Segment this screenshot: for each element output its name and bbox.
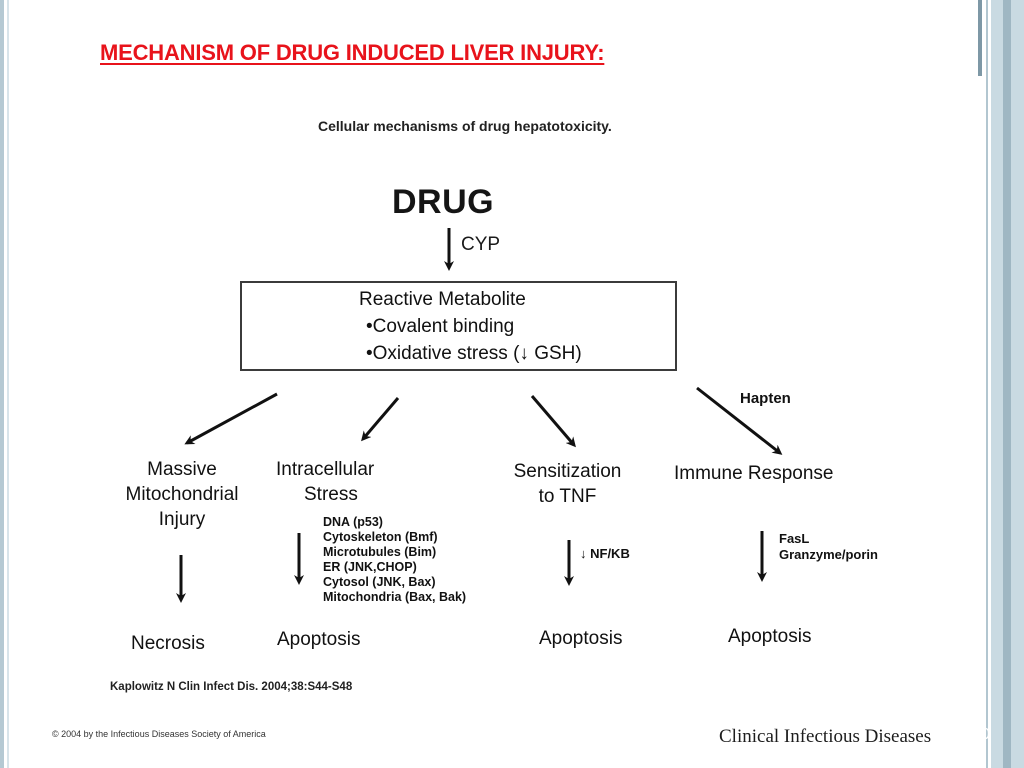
branch-line: to TNF: [538, 486, 597, 507]
slide-frame-right-rule: [986, 0, 988, 768]
arrow-to-mitochondrial-injury: [184, 392, 278, 445]
arrow-to-intracellular-stress: [361, 397, 400, 442]
stress-detail: ER (JNK,CHOP): [323, 560, 417, 574]
immune-mediator: Granzyme/porin: [779, 547, 878, 562]
nfkb-label: ↓ NF/KB: [580, 546, 630, 561]
outcome-apoptosis: Apoptosis: [277, 629, 361, 650]
reactive-metabolite-title: Reactive Metabolite: [359, 289, 526, 310]
branch-line: Sensitization: [513, 461, 622, 482]
drug-label: DRUG: [392, 183, 495, 221]
stress-detail: Cytoskeleton (Bmf): [323, 530, 438, 544]
immune-mediator: FasL: [779, 531, 810, 546]
branch-line: Injury: [158, 509, 206, 530]
figure-caption: Cellular mechanisms of drug hepatotoxici…: [318, 118, 612, 134]
reactive-metabolite-bullet: •Oxidative stress (↓ GSH): [366, 343, 582, 364]
outcome-apoptosis: Apoptosis: [728, 626, 812, 647]
branch-line: Stress: [304, 484, 358, 505]
branch-immune-response: Immune Response: [674, 461, 833, 486]
branch-line: Intracellular: [276, 459, 375, 480]
branch-line: Mitochondrial: [125, 484, 239, 505]
immune-mediators: FasL Granzyme/porin: [779, 531, 878, 563]
journal-name: Clinical Infectious Diseases: [719, 726, 932, 747]
arrow-to-immune-response: [696, 386, 783, 455]
branch-mitochondrial-injury: Massive Mitochondrial Injury: [112, 457, 252, 532]
branch-line: Immune Response: [674, 463, 834, 484]
hapten-label: Hapten: [740, 390, 791, 407]
slide-frame-right-accent: [978, 0, 982, 76]
stress-details-list: DNA (p53) Cytoskeleton (Bmf) Microtubule…: [323, 515, 466, 605]
slide-frame-right-band: [1003, 0, 1011, 768]
slide-title: MECHANISM OF DRUG INDUCED LIVER INJURY:: [100, 40, 605, 65]
slide-frame-left-inner: [7, 0, 9, 768]
arrow-to-tnf-sensitization: [530, 395, 576, 448]
stress-detail: Cytosol (JNK, Bax): [323, 575, 436, 589]
reactive-metabolite-bullet: •Covalent binding: [366, 316, 515, 337]
copyright-notice: © 2004 by the Infectious Diseases Societ…: [52, 729, 266, 739]
stress-detail: Mitochondria (Bax, Bak): [323, 590, 467, 604]
slide-frame-left: [0, 0, 4, 768]
outcome-apoptosis: Apoptosis: [539, 628, 623, 649]
branch-tnf-sensitization: Sensitization to TNF: [500, 459, 635, 509]
stress-detail: DNA (p53): [323, 515, 383, 529]
reactive-metabolite-box: [240, 281, 677, 371]
branch-intracellular-stress: Intracellular Stress: [276, 457, 374, 507]
branch-line: Massive: [147, 459, 217, 480]
outcome-necrosis: Necrosis: [131, 633, 205, 654]
citation: Kaplowitz N Clin Infect Dis. 2004;38:S44…: [110, 681, 353, 693]
cyp-label: CYP: [461, 234, 501, 255]
slide-number: 0: [981, 726, 990, 743]
stress-detail: Microtubules (Bim): [323, 545, 437, 559]
